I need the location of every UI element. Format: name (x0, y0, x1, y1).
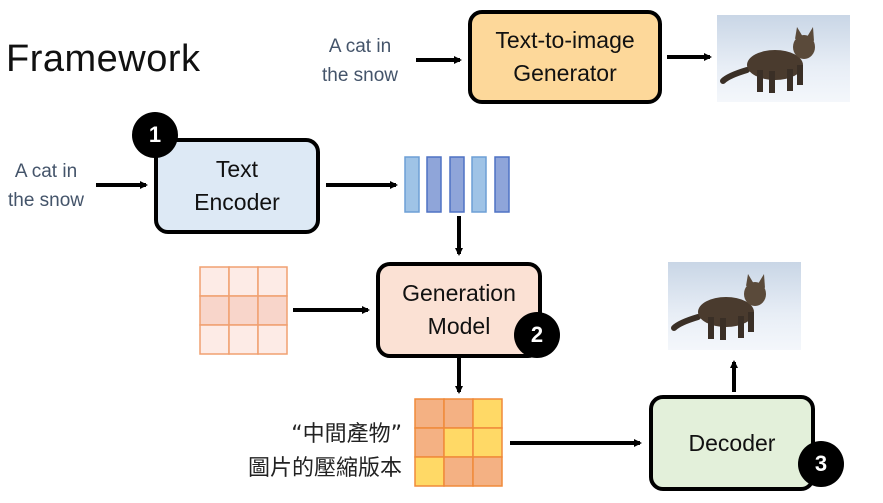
top-prompt-text: A cat in the snow (308, 32, 412, 90)
token-bar (449, 156, 465, 213)
latent-cell (414, 427, 445, 458)
token-bar (426, 156, 442, 213)
decoded-cat-image (668, 262, 801, 350)
latent-cell (472, 398, 503, 429)
cat-photo-icon (717, 15, 850, 102)
slide-title: Framework (6, 38, 201, 80)
token-bar (494, 156, 510, 213)
noise-cell (257, 324, 288, 355)
noise-cell (228, 295, 259, 326)
text-to-image-generator-box: Text-to-image Generator (468, 10, 662, 104)
latent-cell (414, 456, 445, 487)
pipeline-prompt-text: A cat in the snow (0, 157, 98, 215)
generation-model-line2: Model (427, 313, 491, 339)
latent-grid (414, 398, 503, 487)
latent-cell (414, 398, 445, 429)
latent-cell (443, 398, 474, 429)
noise-cell (228, 324, 259, 355)
generator-label-line2: Generator (513, 60, 617, 86)
noise-cell (199, 266, 230, 297)
decoder-box: Decoder (649, 395, 815, 491)
intermediate-caption-line1: “中間產物” (291, 422, 402, 447)
noise-cell (228, 266, 259, 297)
generation-model-line1: Generation (402, 280, 516, 306)
text-encoder-box: Text Encoder (154, 138, 320, 234)
text-encoder-line1: Text (215, 156, 259, 182)
step-1-badge: 1 (132, 112, 178, 158)
latent-cell (443, 456, 474, 487)
text-embedding-tokens (404, 156, 510, 213)
generator-label-line1: Text-to-image (495, 27, 635, 53)
intermediate-caption-line2: 圖片的壓縮版本 (247, 456, 402, 481)
token-bar (404, 156, 420, 213)
intermediate-caption: “中間產物” 圖片的壓縮版本 (200, 418, 402, 486)
pipeline-prompt-line1: A cat in (14, 161, 78, 182)
cat-photo-icon (668, 262, 801, 350)
noise-cell (257, 295, 288, 326)
step-2-badge: 2 (514, 312, 560, 358)
latent-cell (472, 456, 503, 487)
step-3-badge: 3 (798, 441, 844, 487)
generated-cat-image-top (717, 15, 850, 102)
noise-grid (199, 266, 288, 355)
top-prompt-line2: the snow (321, 65, 399, 86)
noise-cell (199, 295, 230, 326)
text-encoder-line2: Encoder (194, 189, 280, 215)
noise-cell (199, 324, 230, 355)
decoder-label: Decoder (688, 429, 776, 456)
token-bar (471, 156, 487, 213)
latent-cell (472, 427, 503, 458)
pipeline-prompt-line2: the snow (7, 190, 85, 211)
top-prompt-line1: A cat in (328, 36, 392, 57)
noise-cell (257, 266, 288, 297)
latent-cell (443, 427, 474, 458)
